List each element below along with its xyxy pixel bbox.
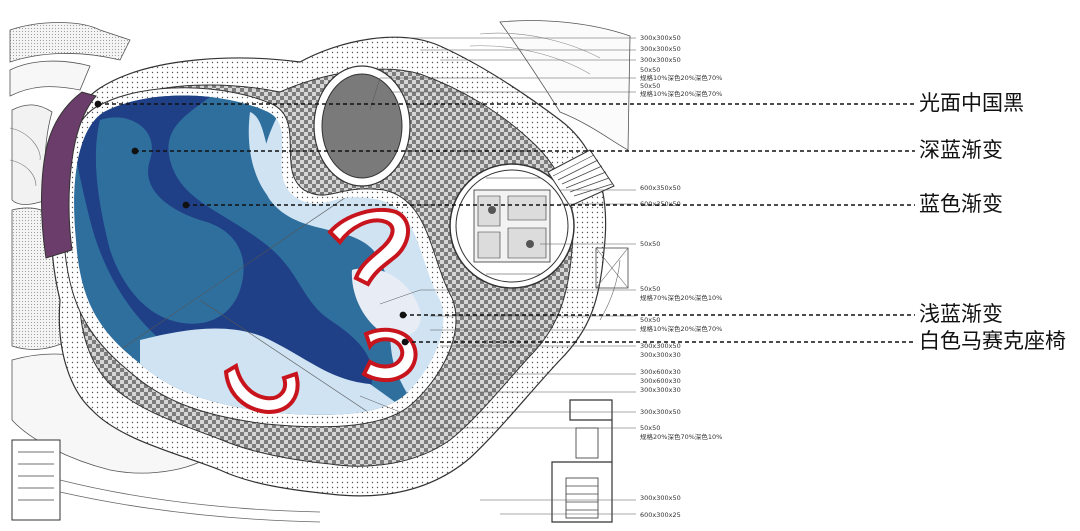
spec-5: 规格10%深色20%深色70% xyxy=(640,73,722,82)
black-stone-strip xyxy=(41,91,97,259)
dot-black xyxy=(94,100,102,108)
spec-22: 规格20%深色70%深色10% xyxy=(640,432,722,441)
spec-1: 300x300x50 xyxy=(640,34,681,42)
spec-labels: 300x300x50 300x300x50 300x300x50 50x50 规… xyxy=(640,34,722,519)
stairs xyxy=(547,149,615,207)
callout-dots xyxy=(94,100,409,346)
dot-deep-blue xyxy=(131,147,139,155)
spec-3: 300x300x50 xyxy=(640,56,681,64)
spec-16: 300x300x30 xyxy=(640,351,681,359)
bench-top xyxy=(327,208,410,287)
spec-8: 600x350x50 xyxy=(640,184,681,192)
spec-6: 50x50 xyxy=(640,82,660,90)
spec-15: 300x300x50 xyxy=(640,342,681,350)
light-blue-lagoon xyxy=(140,328,420,415)
spec-4: 50x50 xyxy=(640,66,660,74)
callout-leaders xyxy=(98,103,915,343)
spec-12: 规格70%深色20%深色10% xyxy=(640,293,722,302)
spec-23: 300x300x50 xyxy=(640,494,681,502)
oval-feature xyxy=(313,65,411,187)
dot-light-blue xyxy=(399,311,407,319)
bottom-right-building xyxy=(551,399,613,523)
spec-21: 50x50 xyxy=(640,424,660,432)
spec-20: 300x300x50 xyxy=(640,408,681,416)
mid-blue-wave xyxy=(95,117,244,324)
callout-label-light-blue: 浅蓝渐变 xyxy=(919,302,1003,326)
dot-white-bench xyxy=(401,338,409,346)
callout-label-deep-blue: 深蓝渐变 xyxy=(919,138,1003,162)
spec-18: 300x600x30 xyxy=(640,377,681,385)
callout-label-blue: 蓝色渐变 xyxy=(919,192,1003,216)
round-pavilion xyxy=(449,163,575,289)
spec-17: 300x600x30 xyxy=(640,368,681,376)
spec-13: 50x50 xyxy=(640,316,660,324)
spec-10: 50x50 xyxy=(640,240,660,248)
spec-2: 300x300x50 xyxy=(640,45,681,53)
spec-leaders xyxy=(359,37,636,515)
spec-19: 300x300x30 xyxy=(640,386,681,394)
bench-middle xyxy=(223,362,300,415)
pool-water xyxy=(74,95,444,415)
callout-label-white-bench: 白色马赛克座椅 xyxy=(919,329,1066,353)
dot-blue xyxy=(182,201,190,209)
callout-label-black: 光面中国黑 xyxy=(919,91,1024,115)
top-right-path xyxy=(469,20,631,151)
spec-9: 600x350x50 xyxy=(640,200,681,208)
spec-11: 50x50 xyxy=(640,285,660,293)
spec-7: 规格10%深色20%深色70% xyxy=(640,89,722,98)
spec-24: 600x300x25 xyxy=(640,511,681,519)
light-blue-lobe xyxy=(248,112,298,214)
spec-14: 规格10%深色20%深色70% xyxy=(640,324,722,333)
